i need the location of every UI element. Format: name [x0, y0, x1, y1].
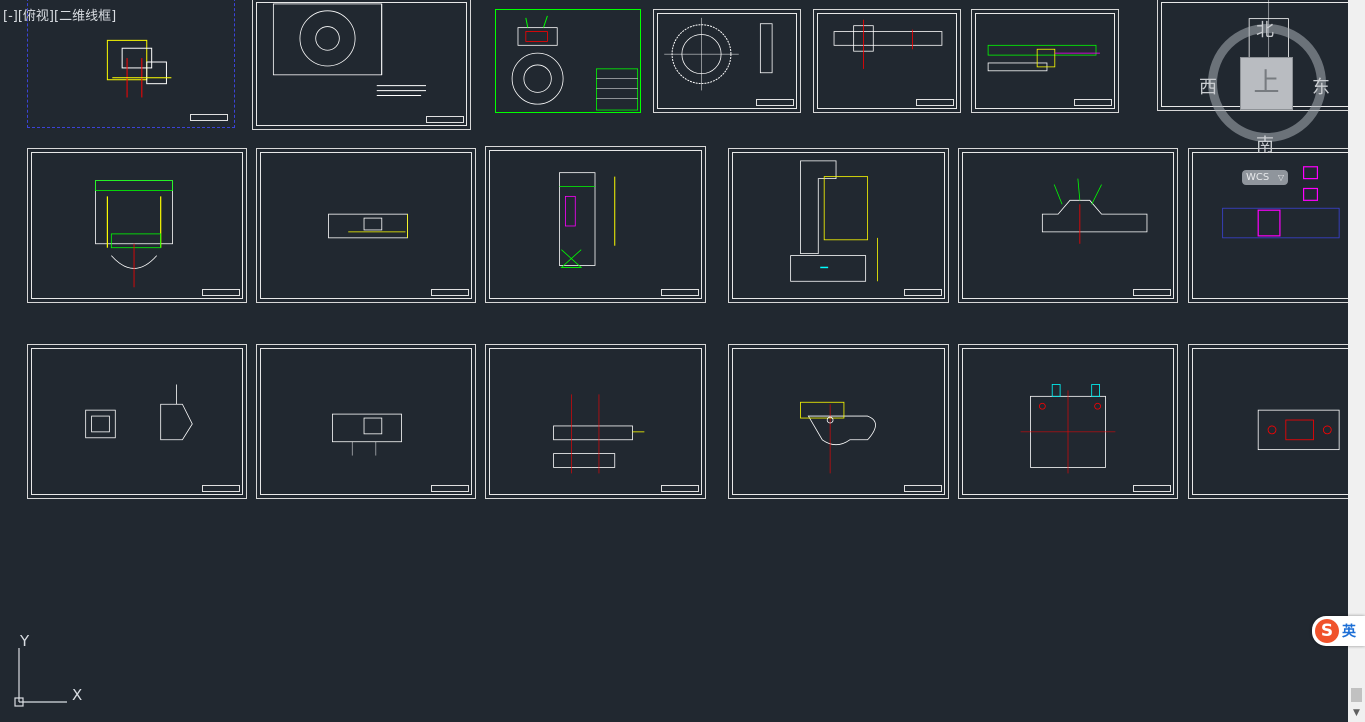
drawing-geometry — [800, 401, 876, 474]
compass-ring[interactable] — [1208, 24, 1326, 142]
title-block — [756, 99, 794, 106]
title-block — [202, 289, 240, 296]
drawing-sheet-15[interactable] — [256, 344, 476, 499]
title-block — [904, 289, 942, 296]
drawing-sheet-04[interactable] — [653, 9, 801, 113]
sogou-logo-icon[interactable]: S — [1315, 619, 1339, 643]
viewcube-top-face[interactable]: 上 — [1240, 57, 1293, 110]
drawing-sheet-09[interactable] — [256, 148, 476, 303]
drawing-geometry — [85, 384, 193, 441]
drawing-geometry — [1041, 178, 1148, 244]
drawing-sheet-06[interactable] — [971, 9, 1119, 113]
title-block — [916, 99, 954, 106]
compass-west[interactable]: 西 — [1199, 77, 1217, 98]
drawing-sheet-18[interactable] — [958, 344, 1178, 499]
ucs-y-label: Y — [20, 632, 30, 650]
drawing-sheet-05[interactable] — [813, 9, 961, 113]
chevron-down-icon: ▽ — [1277, 173, 1284, 182]
drawing-sheet-01[interactable] — [27, 0, 235, 128]
title-block — [190, 114, 228, 121]
drawing-sheet-19[interactable] — [1188, 344, 1348, 499]
wcs-label: WCS — [1246, 172, 1270, 183]
drawing-geometry — [272, 3, 427, 97]
drawing-geometry — [1222, 166, 1340, 239]
title-block — [1074, 99, 1112, 106]
drawing-geometry — [553, 394, 645, 474]
drawing-sheet-13[interactable] — [1188, 148, 1348, 303]
scrollbar-thumb[interactable] — [1351, 688, 1362, 702]
viewcube[interactable]: 上 北 南 东 西 WCS ▽ — [1190, 0, 1348, 185]
drawing-geometry — [790, 160, 878, 282]
ime-toolbar[interactable]: S 英 — [1312, 616, 1365, 646]
drawing-geometry — [1257, 409, 1340, 451]
title-block — [661, 485, 699, 492]
drawing-sheet-08[interactable] — [27, 148, 247, 303]
drawing-sheet-12[interactable] — [958, 148, 1178, 303]
drawing-geometry — [511, 15, 639, 111]
drawing-sheet-17[interactable] — [728, 344, 949, 499]
drawing-sheet-02[interactable] — [252, 0, 471, 130]
ucs-icon: Y X — [12, 632, 92, 712]
title-block — [1133, 289, 1171, 296]
drawing-geometry — [106, 39, 172, 98]
view-menu[interactable]: [俯视] — [17, 9, 54, 24]
title-block — [202, 485, 240, 492]
drawing-sheet-11[interactable] — [728, 148, 949, 303]
wcs-menu-button[interactable]: WCS ▽ — [1242, 170, 1288, 185]
ime-language-toggle[interactable]: 英 — [1342, 624, 1356, 640]
drawing-sheet-03[interactable] — [495, 9, 641, 113]
drawing-geometry — [328, 213, 408, 239]
drawing-geometry — [1020, 384, 1116, 474]
drawing-geometry — [664, 17, 773, 91]
ucs-x-label: X — [72, 686, 83, 704]
title-block — [426, 116, 464, 123]
viewport-control-menu[interactable]: [-] — [3, 9, 18, 24]
drawing-geometry — [332, 413, 402, 456]
drawing-geometry — [95, 180, 173, 288]
compass-south[interactable]: 南 — [1256, 135, 1274, 156]
compass-east[interactable]: 东 — [1312, 77, 1330, 98]
title-block — [904, 485, 942, 492]
scroll-down-arrow-icon[interactable]: ▼ — [1353, 708, 1360, 718]
drawing-sheet-10[interactable] — [485, 146, 706, 303]
title-block — [431, 289, 469, 296]
drawing-geometry — [559, 172, 616, 268]
title-block — [431, 485, 469, 492]
visual-style-menu[interactable]: [二维线框] — [54, 9, 117, 24]
drawing-sheet-16[interactable] — [485, 344, 706, 499]
drawing-geometry — [987, 44, 1100, 72]
drawing-sheet-14[interactable] — [27, 344, 247, 499]
viewport-controls: [-][俯视][二维线框] — [3, 5, 116, 24]
title-block — [661, 289, 699, 296]
title-block — [1133, 485, 1171, 492]
vertical-scrollbar[interactable]: ▼ — [1348, 0, 1365, 722]
drawing-geometry — [833, 19, 943, 69]
compass-north[interactable]: 北 — [1256, 20, 1274, 41]
